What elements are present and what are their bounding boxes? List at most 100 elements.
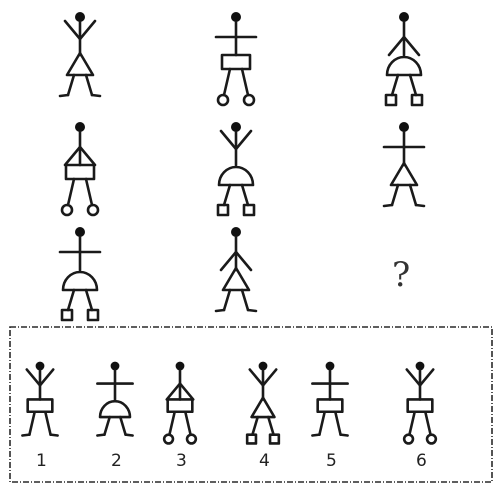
head-icon xyxy=(75,227,85,237)
left-leg xyxy=(104,417,109,435)
triangle-body xyxy=(391,163,417,185)
head-icon xyxy=(231,227,241,237)
flat-foot-right xyxy=(416,205,424,206)
left-leg xyxy=(224,290,230,310)
circle-foot-left xyxy=(62,205,72,215)
square-foot-right xyxy=(412,95,422,105)
flat-foot-left xyxy=(384,205,392,206)
circle-foot-right xyxy=(244,95,254,105)
right-leg xyxy=(86,75,92,95)
left-leg xyxy=(252,417,257,435)
flat-foot-right xyxy=(92,95,100,96)
flat-foot-left xyxy=(312,435,319,436)
left-leg xyxy=(169,412,174,435)
left-leg xyxy=(409,412,414,435)
option-number: 6 xyxy=(416,451,427,471)
left-leg xyxy=(392,185,398,205)
head-icon xyxy=(416,362,425,371)
left-leg xyxy=(319,412,324,435)
square-foot-left xyxy=(386,95,396,105)
grid-figure xyxy=(62,122,98,215)
left-leg xyxy=(68,179,74,205)
right-leg xyxy=(185,412,190,435)
right-leg xyxy=(86,290,92,310)
flat-foot-left xyxy=(22,435,29,436)
semicircle-body xyxy=(219,167,253,185)
flat-foot-left xyxy=(216,310,224,311)
grid-figure xyxy=(386,12,422,105)
flat-foot-left xyxy=(60,95,68,96)
head-icon xyxy=(75,122,85,132)
puzzle-grid xyxy=(60,12,424,320)
right-leg xyxy=(242,290,248,310)
flat-foot-right xyxy=(126,435,133,436)
head-icon xyxy=(231,12,241,22)
head-icon xyxy=(259,362,268,371)
option-figure xyxy=(312,362,347,436)
right-leg xyxy=(410,185,416,205)
circle-foot-left xyxy=(164,435,173,444)
rectangle-body xyxy=(66,165,94,179)
right-leg xyxy=(45,412,50,435)
circle-foot-left xyxy=(404,435,413,444)
left-leg xyxy=(68,75,74,95)
flat-foot-right xyxy=(341,435,348,436)
option-figure xyxy=(404,362,436,444)
option-number: 2 xyxy=(111,451,122,471)
rectangle-body xyxy=(168,399,193,411)
left-leg xyxy=(392,75,398,95)
rectangle-body xyxy=(222,55,250,69)
left-leg xyxy=(29,412,34,435)
option-figure xyxy=(97,362,132,436)
grid-figure xyxy=(60,227,100,320)
flat-foot-left xyxy=(97,435,104,436)
circle-foot-right xyxy=(88,205,98,215)
right-leg xyxy=(242,69,248,95)
square-foot-right xyxy=(244,205,254,215)
semicircle-body xyxy=(387,57,421,75)
circle-foot-right xyxy=(427,435,436,444)
head-icon xyxy=(399,12,409,22)
head-icon xyxy=(326,362,335,371)
grid-figure xyxy=(60,12,100,96)
rectangle-body xyxy=(318,399,343,411)
right-leg xyxy=(335,412,340,435)
head-icon xyxy=(75,12,85,22)
right-leg xyxy=(425,412,430,435)
left-leg xyxy=(224,185,230,205)
right-leg xyxy=(410,75,416,95)
option-figure xyxy=(164,362,196,444)
semicircle-body xyxy=(100,401,130,417)
option-number: 3 xyxy=(176,451,187,471)
right-leg xyxy=(268,417,273,435)
head-icon xyxy=(231,122,241,132)
square-foot-right xyxy=(270,435,279,444)
grid-figure xyxy=(384,122,424,206)
grid-figure xyxy=(218,122,254,215)
circle-foot-left xyxy=(218,95,228,105)
answer-options: 123456 xyxy=(22,362,435,471)
right-leg xyxy=(86,179,92,205)
left-leg xyxy=(68,290,74,310)
square-foot-left xyxy=(218,205,228,215)
option-figure xyxy=(247,362,279,444)
grid-figure xyxy=(216,12,256,105)
right-leg xyxy=(242,185,248,205)
right-leg xyxy=(120,417,125,435)
rectangle-body xyxy=(408,399,433,411)
head-icon xyxy=(176,362,185,371)
rectangle-body xyxy=(28,399,53,411)
option-number: 5 xyxy=(326,451,337,471)
head-icon xyxy=(36,362,45,371)
grid-figure xyxy=(216,227,256,311)
option-number: 4 xyxy=(259,451,270,471)
flat-foot-right xyxy=(51,435,58,436)
square-foot-left xyxy=(62,310,72,320)
square-foot-left xyxy=(247,435,256,444)
head-icon xyxy=(111,362,120,371)
option-figure xyxy=(22,362,57,436)
square-foot-right xyxy=(88,310,98,320)
circle-foot-right xyxy=(187,435,196,444)
left-leg xyxy=(224,69,230,95)
